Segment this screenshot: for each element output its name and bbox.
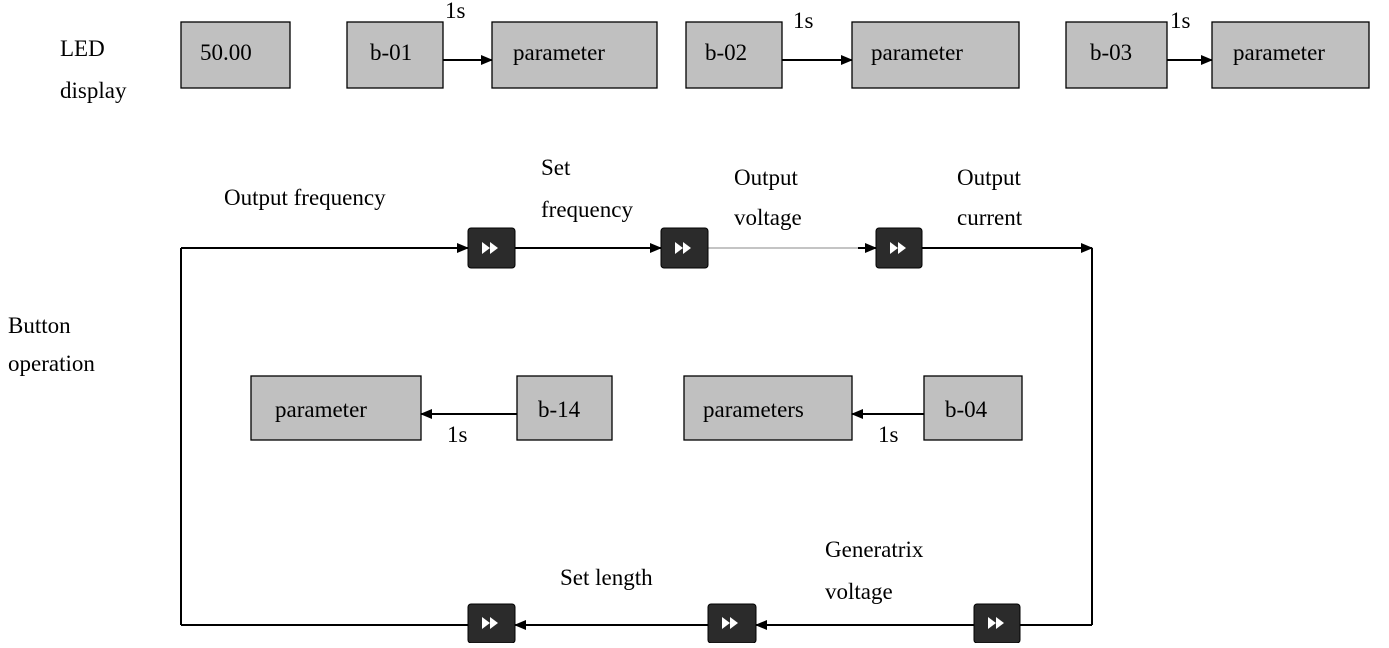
led-box-frequency: 50.00	[180, 21, 291, 89]
led-box-param1: parameter	[491, 21, 658, 89]
inner-box-b04-text: b-04	[945, 397, 988, 422]
led-box-param3-text: parameter	[1233, 40, 1325, 65]
led-box-param2: parameter	[851, 21, 1020, 89]
fast-forward-icon[interactable]	[467, 603, 516, 644]
delay-label-1: 1s	[445, 0, 466, 23]
led-box-b03: b-03	[1065, 21, 1168, 89]
step-set-frequency-line2: frequency	[541, 197, 633, 222]
led-box-b01-text: b-01	[370, 40, 412, 65]
inner-box-b14: b-14	[516, 375, 613, 441]
step-output-frequency: Output frequency	[224, 185, 386, 210]
step-output-voltage-line2: voltage	[734, 205, 802, 230]
button-label-line1: Button	[8, 313, 71, 338]
delay-label-5: 1s	[878, 422, 899, 447]
inner-box-parameters-text: parameters	[703, 397, 804, 422]
fast-forward-icon[interactable]	[875, 227, 923, 269]
led-box-b02: b-02	[685, 21, 783, 89]
led-label-line1: LED	[60, 36, 105, 61]
step-output-current-line1: Output	[957, 165, 1022, 190]
led-box-param1-text: parameter	[513, 40, 605, 65]
inner-box-parameters: parameters	[683, 375, 853, 441]
fast-forward-icon[interactable]	[707, 603, 757, 644]
led-box-param3: parameter	[1211, 21, 1370, 89]
step-output-current-line2: current	[957, 205, 1023, 230]
step-generatrix-line2: voltage	[825, 579, 893, 604]
inner-box-parameter-text: parameter	[275, 397, 367, 422]
step-output-voltage-line1: Output	[734, 165, 799, 190]
fast-forward-icon[interactable]	[973, 603, 1021, 644]
fast-forward-icon[interactable]	[467, 227, 516, 269]
led-box-frequency-text: 50.00	[200, 40, 252, 65]
inner-box-b14-text: b-14	[538, 397, 581, 422]
button-label-line2: operation	[8, 351, 95, 376]
led-box-b01: b-01	[346, 21, 444, 89]
led-box-b03-text: b-03	[1090, 40, 1132, 65]
led-label-line2: display	[60, 78, 127, 103]
delay-label-2: 1s	[793, 8, 814, 33]
delay-label-3: 1s	[1170, 8, 1191, 33]
step-generatrix-line1: Generatrix	[825, 537, 924, 562]
led-box-b02-text: b-02	[705, 40, 747, 65]
inner-box-parameter: parameter	[250, 375, 422, 441]
inner-box-b04: b-04	[923, 375, 1023, 441]
led-box-param2-text: parameter	[871, 40, 963, 65]
step-set-frequency-line1: Set	[541, 155, 571, 180]
delay-label-4: 1s	[447, 422, 468, 447]
step-set-length: Set length	[560, 565, 653, 590]
fast-forward-icon[interactable]	[660, 227, 709, 269]
